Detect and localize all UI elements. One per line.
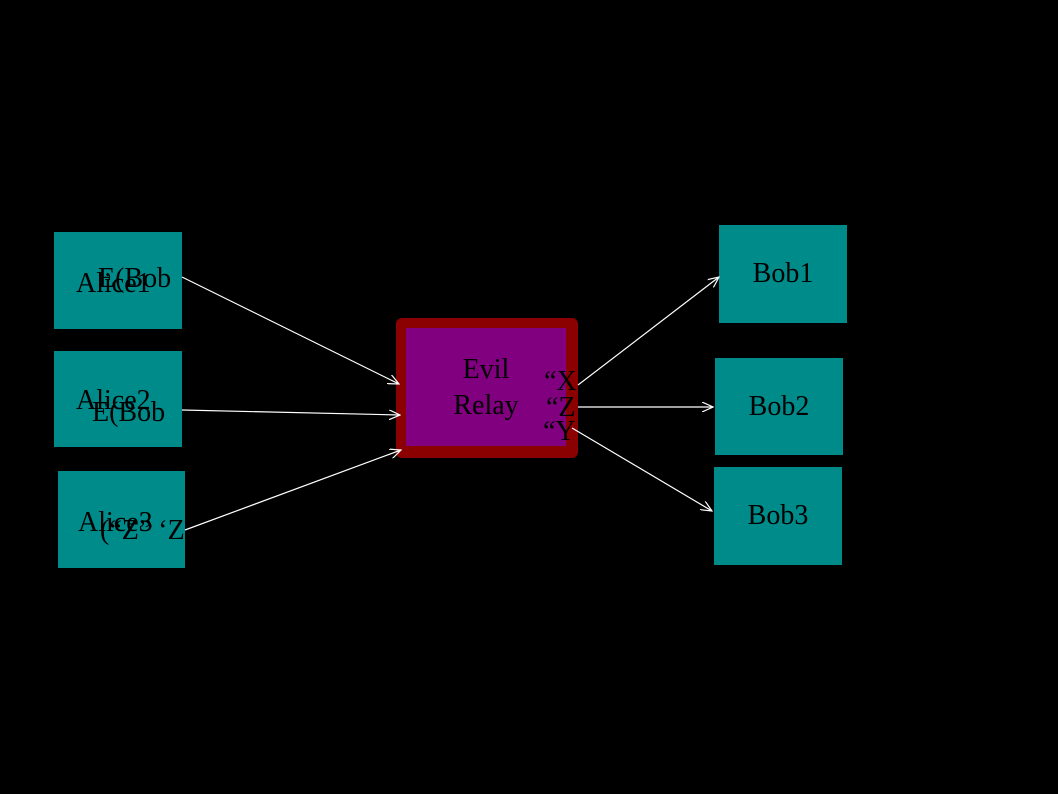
alice3-message: (“Z” ‘Z — [100, 515, 185, 546]
arrow-alice3-to-relay — [184, 450, 401, 531]
relay-label-line2: Relay — [453, 390, 519, 421]
alice1-label: Alice1 — [76, 268, 151, 299]
evil-relay-node: Evil Relay — [406, 328, 566, 446]
arrow-alice1-to-relay — [181, 276, 399, 384]
bob2-label: Bob2 — [748, 390, 810, 422]
alice3-node: Alice3 — [58, 471, 185, 568]
alice1-node: Alice1 — [54, 232, 182, 329]
bob3-node: Bob3 — [714, 467, 842, 565]
arrow-relay-to-bob3 — [571, 427, 712, 511]
bob3-label: Bob3 — [747, 500, 809, 531]
alice3-label: Alice3 — [78, 507, 153, 538]
relay-output-z: “Z — [546, 392, 576, 423]
alice2-node: Alice2 — [54, 351, 182, 447]
relay-output-y: “Y — [543, 416, 576, 447]
arrow-alice2-to-relay — [181, 409, 400, 415]
bob2-node: Bob2 — [715, 358, 843, 455]
relay-label-line1: Evil — [462, 354, 510, 385]
bob1-label: Bob1 — [752, 258, 814, 289]
bob1-node: Bob1 — [719, 225, 847, 323]
relay-output-x: “X — [544, 366, 577, 397]
alice2-message: E(Bob — [92, 397, 166, 428]
arrow-relay-to-bob1 — [577, 277, 719, 386]
alice1-message: E(Bob — [98, 263, 172, 294]
alice2-label: Alice2 — [76, 385, 151, 416]
